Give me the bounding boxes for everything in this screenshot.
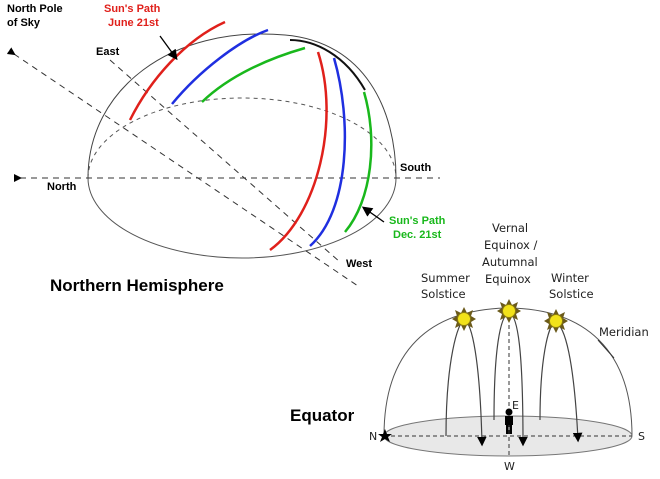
equator-title: Equator (290, 406, 355, 425)
dec-label-arrow (361, 206, 385, 223)
equinox-sun-path-west (309, 57, 347, 247)
equator-e-label: E (512, 399, 519, 412)
north-pole-label-1: North Pole (7, 3, 63, 15)
equator-n-label: N (369, 430, 377, 443)
sky-dome (87, 33, 397, 179)
equator-w-label: W (504, 460, 515, 473)
northern-hemisphere-title: Northern Hemisphere (50, 276, 224, 295)
east-west-line (109, 59, 341, 263)
equator-diagram: Summer Solstice Vernal Equinox / Autumna… (290, 221, 649, 473)
june-path-label-1: Sun's Path (104, 3, 161, 15)
equinox-sun-icon (496, 298, 522, 324)
summer-sun-icon (451, 306, 477, 332)
north-label: North (47, 181, 77, 193)
june-sun-path (128, 20, 226, 121)
polar-axis (6, 47, 359, 287)
west-label: West (346, 258, 372, 270)
equinox-label-2: Equinox / (484, 238, 537, 252)
meridian-pointer (597, 339, 615, 359)
winter-label-1: Winter (551, 271, 589, 285)
south-label: South (400, 162, 431, 174)
equinox-label-3: Autumnal (482, 255, 538, 269)
north-pole-label-2: of Sky (7, 17, 41, 29)
horizon-back (87, 97, 397, 179)
equinox-label-1: Vernal (492, 221, 528, 235)
east-label: East (96, 46, 120, 58)
june-sun-path-west (269, 51, 328, 252)
december-sun-path (201, 46, 306, 103)
dec-path-label-1: Sun's Path (389, 215, 446, 227)
dec-path-label-2: Dec. 21st (393, 229, 442, 241)
winter-sun-icon (543, 308, 569, 334)
meridian-label: Meridian (599, 325, 649, 339)
summer-label-1: Summer (421, 271, 470, 285)
december-sun-path-west (344, 91, 373, 233)
observer-icon (505, 408, 513, 434)
equator-s-label: S (638, 430, 645, 443)
equinox-label-4: Equinox (485, 272, 531, 286)
northern-hemisphere-diagram: North Pole of Sky Sun's Path June 21st E… (6, 3, 446, 295)
horizon-front (87, 177, 397, 259)
june-label-arrow (159, 35, 178, 61)
equinox-sun-path (171, 28, 269, 105)
north-star-icon (378, 429, 392, 442)
meridian-arc-top (289, 39, 366, 91)
june-path-label-2: June 21st (108, 17, 159, 29)
summer-label-2: Solstice (421, 287, 466, 301)
winter-label-2: Solstice (549, 287, 594, 301)
